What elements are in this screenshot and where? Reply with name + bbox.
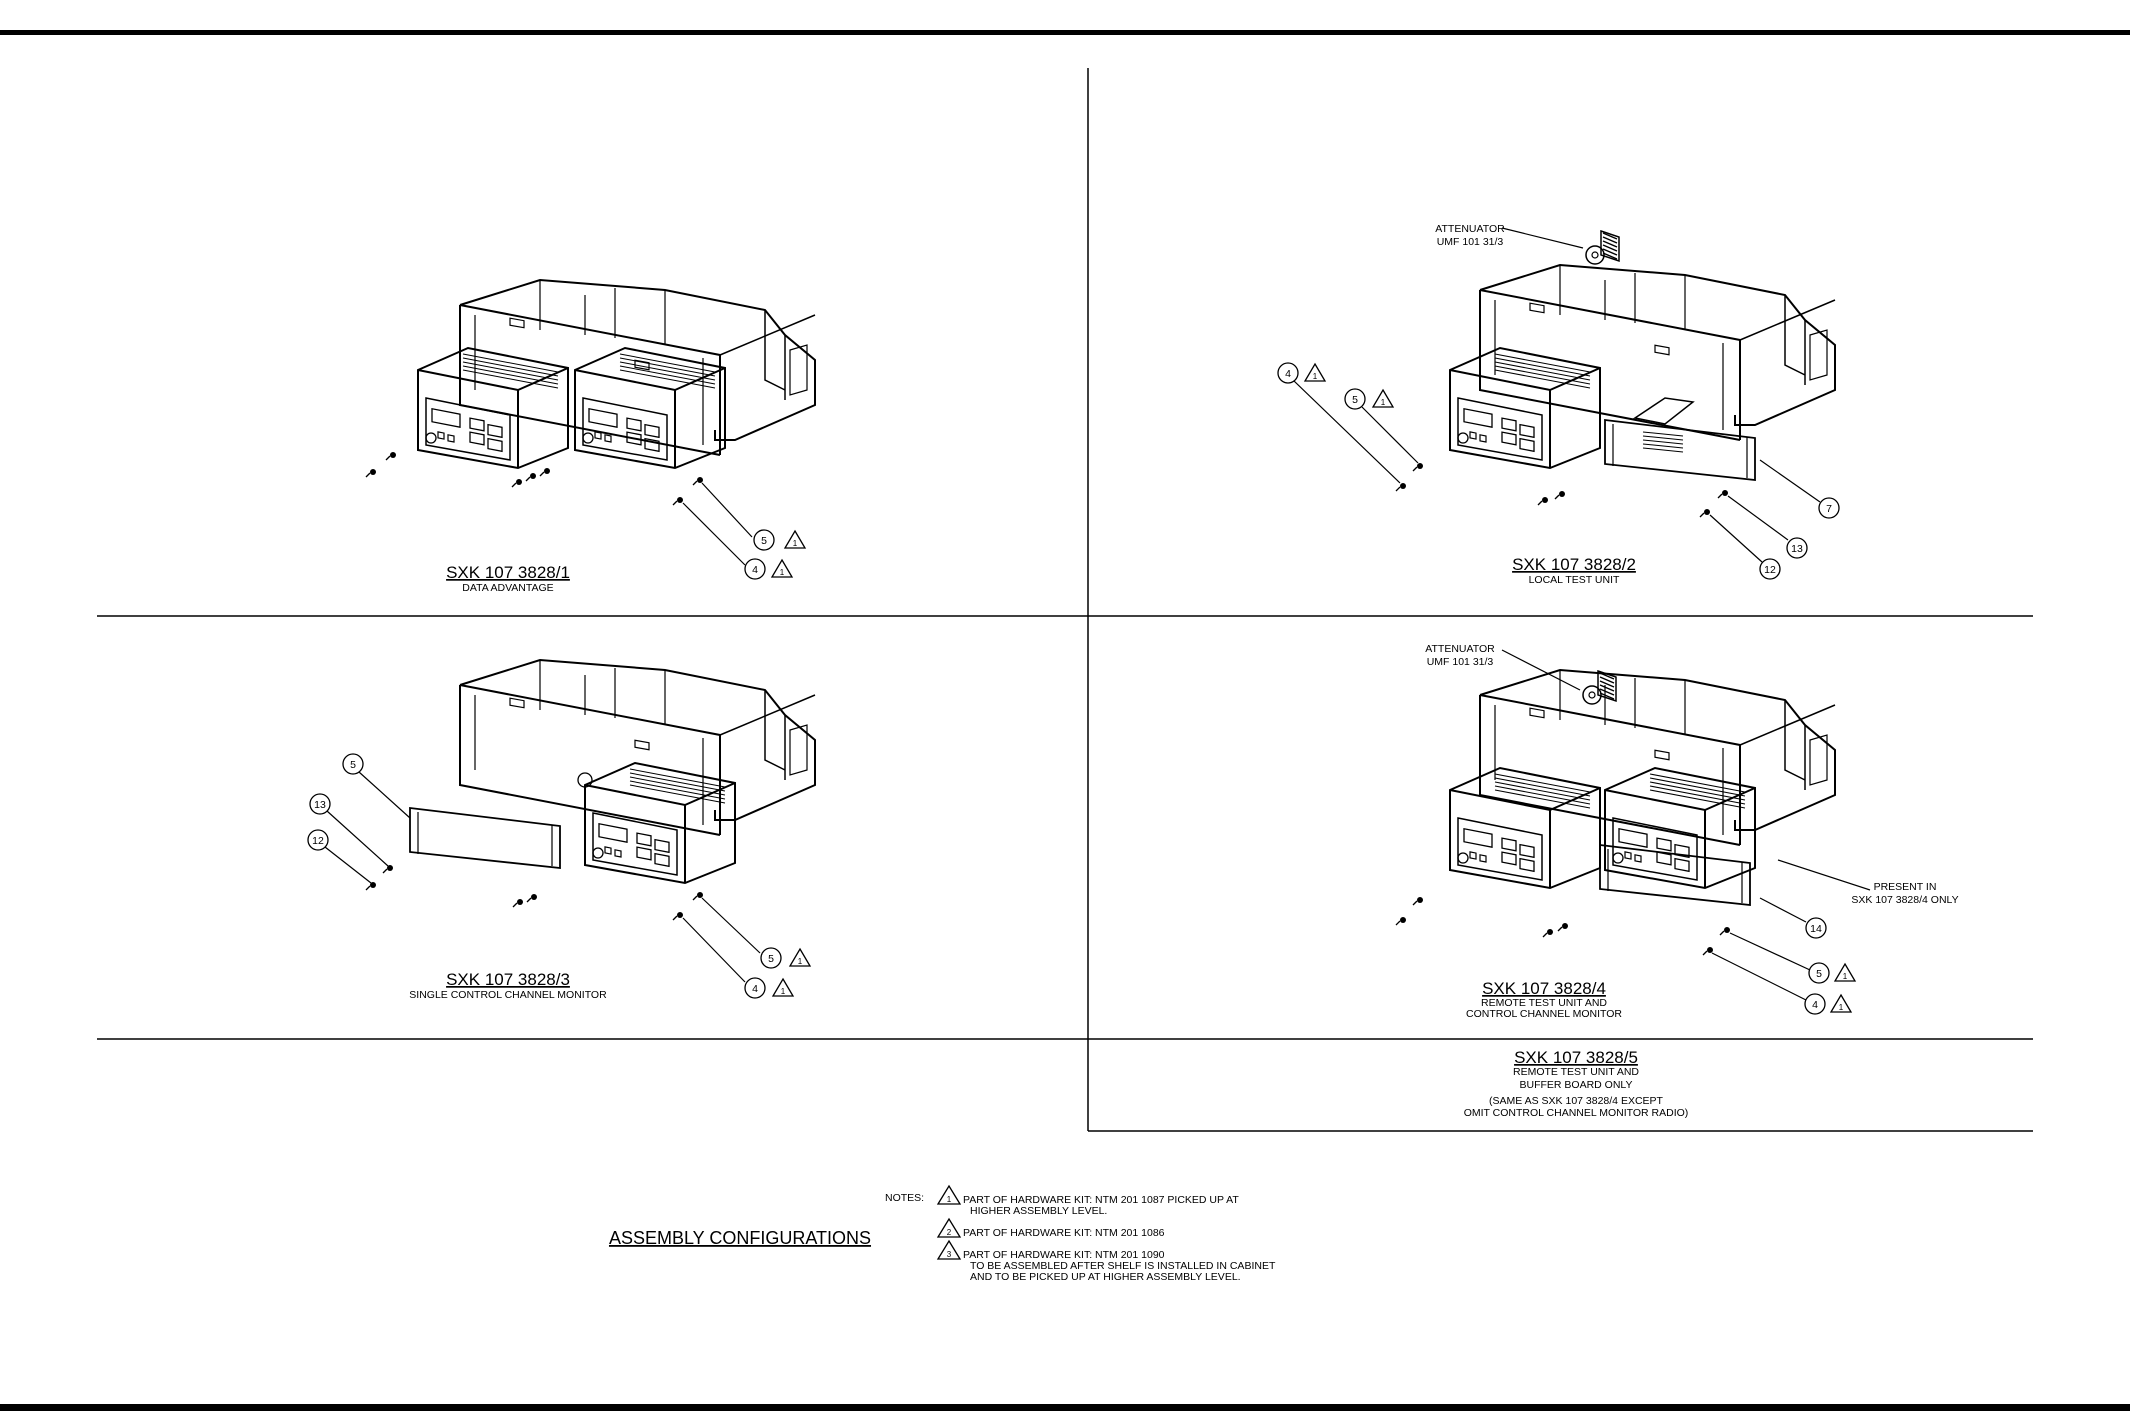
note-flag-icon (936, 1217, 962, 1238)
callout-number: 14 (1810, 923, 1822, 935)
radio-unit-4-left (1449, 767, 1601, 889)
view-3-single-control-channel-monitor: 5 13 12 5 1 4 1 SXK 107 3828/3 SINGLE CO… (307, 659, 816, 1001)
svg-text:1: 1 (947, 1195, 952, 1204)
callout-number: 5 (1352, 394, 1358, 406)
callout-number: 5 (768, 953, 774, 965)
notes-block: NOTES: 1 PART OF HARDWARE KIT: NTM 201 1… (885, 1184, 1276, 1283)
rack-shelf-4 (1479, 669, 1836, 846)
svg-text:1: 1 (1843, 972, 1848, 981)
note-3: 3 PART OF HARDWARE KIT: NTM 201 1090 TO … (936, 1239, 1276, 1283)
blank-panel-3 (409, 807, 561, 869)
view-description: SINGLE CONTROL CHANNEL MONITOR (409, 989, 607, 1001)
present-in-note: SXK 107 3828/4 ONLY (1851, 894, 1958, 906)
view-4-remote-test-unit-and-ccm: ATTENUATOR UMF 101 31/3 PRESENT IN SXK 1… (1395, 643, 1959, 1020)
svg-text:1: 1 (1839, 1003, 1844, 1012)
callout-number: 7 (1826, 503, 1832, 515)
callout-number: 4 (752, 564, 758, 576)
buffer-panel-4 (1599, 844, 1751, 906)
svg-text:1: 1 (781, 987, 786, 996)
callout-number: 13 (1791, 543, 1803, 555)
view-description: CONTROL CHANNEL MONITOR (1466, 1008, 1622, 1020)
svg-text:1: 1 (1381, 398, 1386, 407)
view-description: REMOTE TEST UNIT AND (1481, 997, 1607, 1009)
view-description: DATA ADVANTAGE (462, 582, 553, 594)
view-number: SXK 107 3828/3 (446, 970, 570, 989)
callout-number: 13 (314, 799, 326, 811)
view-description: BUFFER BOARD ONLY (1520, 1079, 1633, 1091)
note-2: 2 PART OF HARDWARE KIT: NTM 201 1086 (936, 1217, 1165, 1239)
attenuator-model: UMF 101 31/3 (1437, 236, 1504, 248)
svg-text:1: 1 (1313, 372, 1318, 381)
sheet-frame (0, 30, 2130, 1411)
view-5-remote-test-unit-buffer: SXK 107 3828/5 REMOTE TEST UNIT AND BUFF… (1464, 1048, 1689, 1119)
note-flag-icon (936, 1239, 962, 1260)
attenuator-label: ATTENUATOR (1435, 223, 1505, 235)
callout-balloon (753, 529, 775, 551)
callout-number: 12 (312, 835, 324, 847)
radio-unit-left-1 (417, 347, 569, 469)
callout-number: 4 (752, 983, 758, 995)
view-number: SXK 107 3828/2 (1512, 555, 1636, 574)
rack-shelf-3 (459, 659, 816, 836)
svg-text:2: 2 (947, 1228, 952, 1237)
test-unit-panel (1604, 397, 1756, 481)
callout-number: 4 (1285, 368, 1291, 380)
view-number: SXK 107 3828/4 (1482, 979, 1606, 998)
view-remark: (SAME AS SXK 107 3828/4 EXCEPT (1489, 1095, 1664, 1107)
note-text: AND TO BE PICKED UP AT HIGHER ASSEMBLY L… (970, 1271, 1241, 1283)
note-text: PART OF HARDWARE KIT: NTM 201 1090 (963, 1249, 1165, 1261)
svg-text:1: 1 (798, 957, 803, 966)
svg-text:3: 3 (947, 1250, 952, 1259)
view-remark: OMIT CONTROL CHANNEL MONITOR RADIO) (1464, 1107, 1689, 1119)
notes-label: NOTES: (885, 1192, 924, 1204)
view-number: SXK 107 3828/1 (446, 563, 570, 582)
view-description: LOCAL TEST UNIT (1529, 574, 1620, 586)
note-flag-icon (936, 1184, 962, 1205)
note-text: PART OF HARDWARE KIT: NTM 201 1087 PICKE… (963, 1194, 1239, 1206)
view-1-data-advantage: 5 1 4 1 SXK 107 3828/1 DATA ADVANTAGE (365, 279, 816, 594)
callout-number: 5 (1816, 968, 1822, 980)
svg-text:1: 1 (780, 568, 785, 577)
attenuator-icon (1585, 230, 1620, 265)
view-2-local-test-unit: ATTENUATOR UMF 101 31/3 4 1 5 1 7 13 12 … (1277, 223, 1840, 586)
assembly-configurations-title: ASSEMBLY CONFIGURATIONS (609, 1228, 871, 1248)
note-text: PART OF HARDWARE KIT: NTM 201 1086 (963, 1227, 1165, 1239)
attenuator-model: UMF 101 31/3 (1427, 656, 1494, 668)
svg-text:1: 1 (793, 539, 798, 548)
callout-number: 5 (350, 759, 356, 771)
view-description: REMOTE TEST UNIT AND (1513, 1066, 1639, 1078)
present-in-note: PRESENT IN (1874, 881, 1937, 893)
callout-number: 4 (1812, 999, 1818, 1011)
view-number: SXK 107 3828/5 (1514, 1048, 1638, 1067)
attenuator-label: ATTENUATOR (1425, 643, 1495, 655)
note-text: HIGHER ASSEMBLY LEVEL. (970, 1205, 1107, 1217)
note-text: TO BE ASSEMBLED AFTER SHELF IS INSTALLED… (970, 1260, 1276, 1272)
note-1: 1 PART OF HARDWARE KIT: NTM 201 1087 PIC… (936, 1184, 1239, 1217)
callout-number: 12 (1764, 564, 1776, 576)
callout-balloon (744, 558, 766, 580)
radio-unit-4-right (1604, 767, 1756, 889)
attenuator-icon (1582, 670, 1617, 705)
callout-number: 5 (761, 535, 767, 547)
